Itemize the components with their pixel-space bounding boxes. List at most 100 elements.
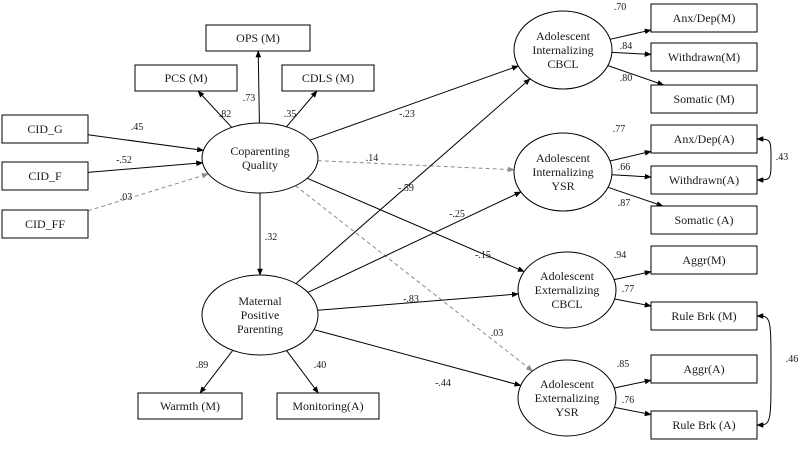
- coefficient-mpp-inty: -.25: [449, 209, 465, 220]
- path-inty-wda: [611, 173, 652, 180]
- path-mpp-intc: [295, 78, 531, 284]
- coefficient-intc-adm: .70: [614, 2, 627, 13]
- coefficient-mpp-warm: .89: [196, 360, 209, 371]
- observed-box-pcs: [134, 64, 238, 92]
- path-cidf-cq: [87, 160, 204, 173]
- observed-som: Somatic (M): [650, 84, 758, 114]
- path-inty-soa: [607, 186, 664, 207]
- latent-ellipse-exty: [517, 359, 617, 437]
- observed-ada: Anx/Dep(A): [650, 124, 758, 154]
- latent-label-exty-2: YSR: [555, 405, 578, 419]
- coefficient-mpp-mon: .40: [314, 360, 327, 371]
- path-cq-pcs: [197, 90, 233, 128]
- observed-box-aga: [650, 354, 758, 384]
- latent-label-inty-1: Internalizing: [532, 165, 593, 179]
- path-intc-som: [607, 65, 665, 86]
- coefficient-cidff-cq: .03: [120, 192, 133, 203]
- observed-soa: Somatic (A): [650, 205, 758, 235]
- latent-label-extc-1: Externalizing: [535, 283, 600, 297]
- latent-label-intc-2: CBCL: [547, 57, 578, 71]
- observed-adm: Anx/Dep(M): [650, 3, 758, 33]
- path-cq-inty: [317, 160, 515, 173]
- observed-label-rba: Rule Brk (A): [672, 418, 735, 432]
- coefficient-ada-wda: .43: [776, 152, 789, 163]
- observed-label-cidff: CID_FF: [25, 217, 65, 231]
- observed-box-adm: [650, 3, 758, 33]
- observed-label-agm: Aggr(M): [682, 253, 725, 267]
- observed-box-cidff: [1, 209, 89, 239]
- path-inty-ada: [609, 150, 652, 162]
- coefficient-mpp-exty: -.44: [435, 378, 451, 389]
- coefficient-mpp-extc: -.83: [403, 294, 419, 305]
- coefficient-cq-ops: .73: [243, 93, 256, 104]
- observed-label-soa: Somatic (A): [675, 213, 734, 227]
- latent-ellipse-mpp: [201, 274, 319, 356]
- observed-label-rbm: Rule Brk (M): [671, 309, 736, 323]
- observed-box-warm: [137, 392, 243, 420]
- observed-label-wda: Withdrawn(A): [669, 173, 739, 187]
- path-intc-wdm: [611, 51, 652, 57]
- observed-box-rbm: [650, 301, 758, 331]
- latent-label-extc-0: Adolescent: [540, 269, 595, 283]
- path-cq-ops: [255, 50, 262, 124]
- path-extc-agm: [614, 270, 652, 281]
- coefficient-cq-intc: -.23: [399, 109, 415, 120]
- latent-ellipse-inty: [513, 132, 613, 212]
- coefficient-cq-mpp: .32: [265, 232, 278, 243]
- path-exty-rba: [614, 406, 652, 417]
- observed-box-mon: [276, 392, 380, 420]
- observed-box-som: [650, 84, 758, 114]
- path-mpp-exty: [313, 329, 522, 387]
- path-cq-exty: [295, 185, 534, 372]
- coefficient-intc-som: .80: [620, 73, 633, 84]
- observed-aga: Aggr(A): [650, 354, 758, 384]
- latent-label-cq-1: Quality: [242, 158, 278, 172]
- path-mpp-extc: [317, 291, 519, 311]
- observed-box-soa: [650, 205, 758, 235]
- latent-label-mpp-0: Maternal: [238, 294, 282, 308]
- coefficient-cq-exty: .03: [491, 328, 504, 339]
- coefficient-rbm-rba: .46: [786, 354, 799, 365]
- coefficient-inty-ada: .77: [613, 124, 626, 135]
- observed-ops: OPS (M): [205, 24, 311, 52]
- observed-box-cdls: [281, 64, 375, 92]
- observed-agm: Aggr(M): [650, 245, 758, 275]
- observed-label-adm: Anx/Dep(M): [673, 11, 736, 25]
- observed-box-ada: [650, 124, 758, 154]
- latent-ellipse-intc: [513, 10, 613, 90]
- path-mpp-inty: [307, 191, 522, 293]
- latent-label-intc-1: Internalizing: [532, 43, 593, 57]
- paths-layer: [87, 28, 772, 428]
- path-exty-aga: [614, 378, 652, 389]
- path-extc-rbm: [614, 298, 652, 308]
- coefficient-exty-rba: .76: [622, 395, 635, 406]
- coefficient-exty-aga: .85: [617, 359, 630, 370]
- observed-label-mon: Monitoring(A): [292, 399, 363, 413]
- path-mpp-warm: [199, 350, 234, 394]
- latent-ellipse-cq: [201, 122, 319, 194]
- observed-label-ops: OPS (M): [236, 31, 280, 45]
- path-cq-extc: [307, 177, 525, 273]
- observed-box-cidg: [1, 114, 89, 144]
- observed-box-ops: [205, 24, 311, 52]
- path-cq-intc: [309, 65, 519, 141]
- observed-cdls: CDLS (M): [281, 64, 375, 92]
- latent-label-inty-0: Adolescent: [536, 151, 591, 165]
- path-cq-cdls: [286, 90, 318, 128]
- latent-label-mpp-2: Parenting: [237, 322, 283, 336]
- observed-label-warm: Warmth (M): [160, 399, 220, 413]
- coefficient-cidg-cq: .45: [131, 122, 144, 133]
- observed-label-som: Somatic (M): [674, 92, 735, 106]
- coefficient-cidf-cq: -.52: [116, 155, 132, 166]
- observed-label-cidg: CID_G: [27, 122, 63, 136]
- coefficient-cq-extc: -.15: [475, 250, 491, 261]
- observed-cidf: CID_F: [1, 161, 89, 191]
- latent-label-exty-1: Externalizing: [535, 391, 600, 405]
- path-mpp-mon: [286, 350, 319, 394]
